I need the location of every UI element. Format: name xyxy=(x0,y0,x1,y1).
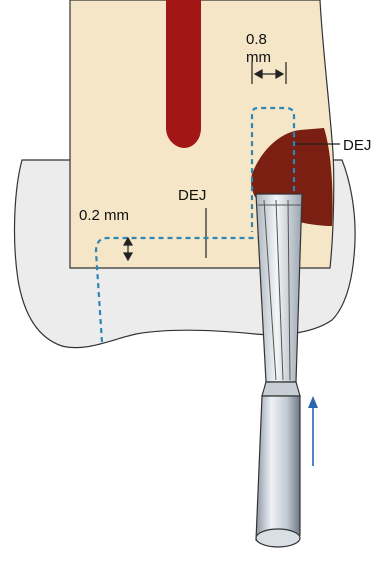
pulp-chamber xyxy=(166,0,201,148)
shank-end xyxy=(256,529,300,547)
bur-shank xyxy=(256,396,300,546)
depth-label: 0.2 mm xyxy=(79,207,129,224)
width-unit-label: mm xyxy=(246,49,271,66)
dej-label-right: DEJ xyxy=(343,137,371,154)
dej-label-center: DEJ xyxy=(178,187,206,204)
bur-neck xyxy=(262,382,300,396)
arrow-up-icon xyxy=(308,396,318,466)
width-value-label: 0.8 xyxy=(246,31,267,48)
